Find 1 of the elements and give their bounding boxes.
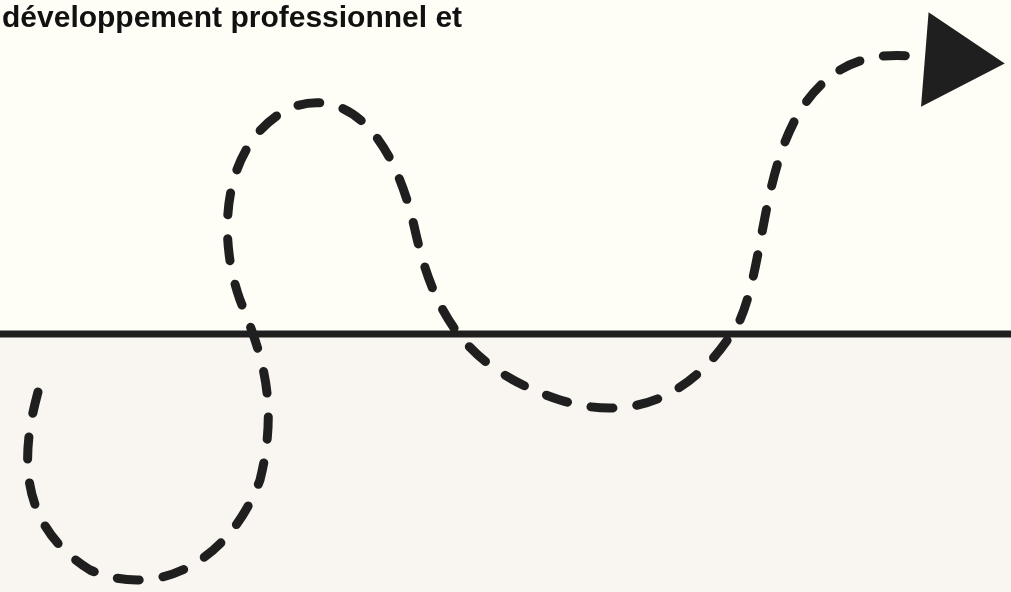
title: développement professionnel et bbox=[2, 0, 463, 34]
